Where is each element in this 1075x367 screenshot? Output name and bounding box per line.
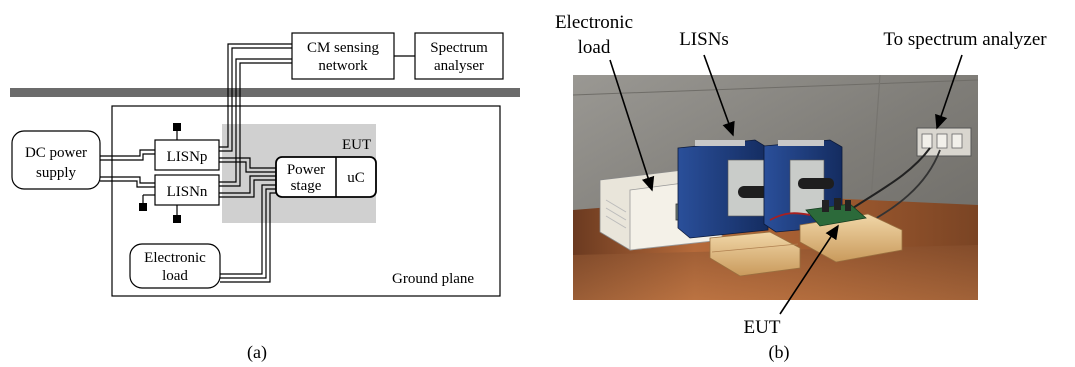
label-to-spectrum: To spectrum analyzer [883,29,1047,50]
cm-sensing-line1: CM sensing [307,40,380,56]
wood-layer [711,243,799,253]
power-stage-block [275,156,377,198]
label-eut: EUT [744,317,781,338]
vent-line [605,199,627,213]
ground-plane-label: Ground plane [392,271,474,287]
connector-3 [951,133,963,149]
ground-plane-frame [111,105,501,297]
spectrum-line2: analyser [434,58,484,74]
label-lisns: LISNs [679,29,729,50]
dc-power-line2: supply [36,165,77,181]
panel-a-diagram: Ground plane EUT CM sensing network Spec… [10,32,520,363]
lisn-1-handle [695,140,745,146]
lisnp-terminal [173,123,181,131]
electronic-load-block [129,243,221,289]
pcb-capacitor3 [845,200,851,211]
cm-sensing-line2: network [318,58,368,74]
lisnp-block [154,139,220,171]
eut-zone-label: EUT [342,137,371,153]
arrow-lisns [703,54,735,137]
power-stage-line1: Power [287,162,325,178]
dc-power-line1: DC power [25,145,87,161]
vent-line2 [605,207,627,221]
caption-b: (b) [769,342,790,363]
wiring [100,43,292,283]
uc-label: uC [347,170,365,186]
red-wires [769,212,811,221]
power-stage-line2: stage [291,178,322,194]
arrow-electronic-load [609,59,655,192]
spectrum-block [414,32,504,80]
wood-block-right [799,213,903,263]
label-electronic-load-line2: load [578,37,611,58]
wood-block-left [709,231,801,277]
copper-table-edge [573,245,978,300]
lisn-2-handle [778,140,824,146]
lisnn-side-terminal [139,203,147,211]
lisnn-terminal [173,215,181,223]
wall-seam2 [869,74,881,216]
lisnn-block [154,174,220,206]
cm-sensing-block [291,32,395,80]
pcb-capacitor [822,200,829,212]
connector-1 [921,133,933,149]
caption-a: (a) [247,342,267,363]
connector-2 [936,133,948,149]
vent-line3 [605,215,627,229]
electronic-load-line1: Electronic [144,250,206,266]
lisn-2-cylinder [798,178,834,189]
arrow-eut [779,224,839,315]
arrow-to-spectrum [935,54,963,130]
label-electronic-load-line1: Electronic [555,12,633,33]
bench-bar [10,88,520,97]
pcb-capacitor2 [834,198,841,210]
lisnp-label: LISNp [167,149,208,165]
annotation-arrows [609,54,963,315]
lisnn-label: LISNn [167,184,208,200]
wall-seam [572,79,979,96]
panel-b-photo: Electronic load LISNs To spectrum analyz… [555,12,1047,363]
cable-to-wall [849,147,931,211]
spectrum-line1: Spectrum [430,40,488,56]
electronic-load-line2: load [162,268,188,284]
